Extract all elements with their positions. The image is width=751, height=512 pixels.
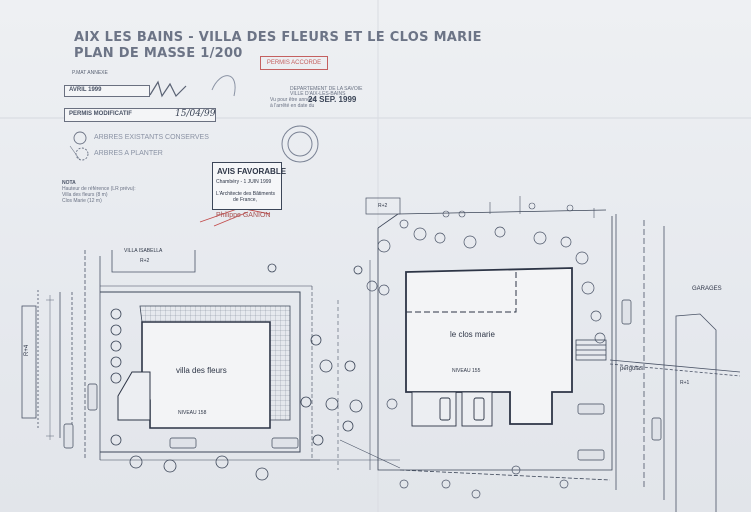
label-villa-level: NIVEAU 158: [178, 410, 207, 416]
label-r4: R+4: [24, 344, 30, 356]
dept-line-1: DEPARTEMENT DE LA SAVOIE: [290, 86, 363, 92]
permis-label: PERMIS MODIFICATIF: [69, 111, 132, 117]
label-clos-marie: le clos marie: [450, 330, 495, 339]
label-villa-des-fleurs: villa des fleurs: [176, 366, 227, 375]
trees-top-right: [366, 219, 606, 499]
note-line-2: Villa des fleurs (8 m): [62, 192, 108, 198]
label-r1: R+1: [680, 380, 690, 386]
label-r2-top: R+2: [378, 203, 388, 209]
trees-bottom-left: [110, 434, 269, 481]
avis-signature: Philippe GANION: [216, 212, 271, 219]
title-line-1: AIX LES BAINS - VILLA DES FLEURS ET LE C…: [74, 30, 482, 45]
label-r2-left: R+2: [140, 258, 150, 264]
avis-line-2: L'Architecte des Bâtiments: [216, 191, 276, 197]
survey-marks: [365, 196, 595, 218]
dept-line-4: à l'arrêté en date du: [270, 103, 315, 109]
villa-annex: [117, 371, 151, 421]
round-seal: [281, 125, 319, 163]
title-line-2: PLAN DE MASSE 1/200: [74, 46, 243, 61]
middle-lines: [300, 260, 401, 470]
label-garages: GARAGES: [692, 286, 722, 292]
label-villa-isabella: VILLA ISABELLA: [124, 248, 163, 254]
permis-accorde-stamp: PERMIS ACCORDE: [260, 56, 328, 70]
permis-box: PERMIS MODIFICATIF 15/04/99: [64, 108, 216, 122]
parked-cars-right: [577, 299, 662, 461]
date-box: AVRIL 1999: [64, 85, 150, 97]
trees-left-column: [110, 308, 122, 384]
note-line-3: Clos Marie (12 m): [62, 198, 102, 204]
avis-date: Chambéry - 1 JUIN 1999: [216, 179, 272, 185]
avis-title: AVIS FAVORABLE: [217, 167, 287, 176]
trees-middle: [267, 263, 363, 446]
permis-date: 15/04/99: [175, 109, 216, 119]
signature-scribble: [149, 80, 187, 98]
clos-marie-dashed: [406, 272, 517, 313]
parked-cars-left: [63, 383, 299, 449]
subtitle: P.MAT ANNEXE: [72, 70, 108, 76]
label-clos-marie-level: NIVEAU 155: [452, 368, 481, 374]
pergolas: [575, 339, 607, 361]
neighbor-villa-isabella: [84, 250, 196, 460]
dept-line-2: VILLE D'AIX-LES-BAINS: [290, 91, 346, 97]
right-road: [609, 214, 741, 512]
date-label: AVRIL 1999: [69, 87, 102, 93]
avis-line-3: de France,: [233, 197, 257, 203]
dept-line-3: Vu pour être annexé: [270, 97, 316, 103]
avis-favorable-stamp: AVIS FAVORABLE Chambéry - 1 JUIN 1999 L'…: [212, 162, 286, 210]
clos-marie-entrance: [411, 391, 493, 427]
dept-date: 24 SEP. 1999: [308, 95, 357, 104]
label-pergolas: pergolas: [620, 366, 644, 372]
dimension-lines-left: [46, 295, 54, 440]
note-title: NOTA: [62, 180, 76, 186]
villa-des-fleurs-lot: [100, 285, 320, 461]
note-line-1: Hauteur de référence (LR prévu):: [62, 186, 136, 192]
neighbor-building-r4: [21, 290, 73, 438]
legend-symbols: [69, 131, 89, 161]
legend-item-1: ARBRES EXISTANTS CONSERVES: [94, 134, 209, 141]
signature-curl: [211, 75, 236, 97]
legend-item-2: ARBRES A PLANTER: [94, 150, 163, 157]
